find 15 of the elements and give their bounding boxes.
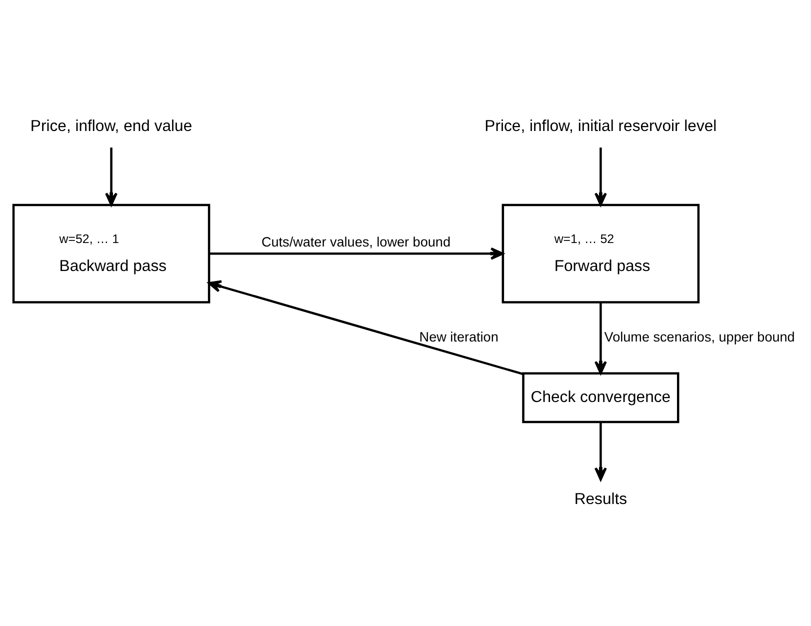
- arrow: [594, 302, 606, 374]
- edge-label: New iteration: [418, 328, 498, 344]
- node-box: w=52, … 1 Backward pass: [12, 203, 210, 303]
- arrow: [104, 147, 117, 206]
- arrow: [208, 246, 504, 260]
- arrow: [594, 147, 606, 206]
- node-text: Price, inflow, end value: [30, 118, 192, 135]
- node-box: Check convergence: [522, 372, 679, 423]
- node-text: Results: [574, 490, 627, 508]
- edge-label: Cuts/water values, lower bound: [260, 234, 450, 249]
- arrow: [208, 280, 523, 375]
- node-text: Price, inflow, initial reservoir level: [484, 118, 716, 135]
- edge-label: Volume scenarios, upper bound: [604, 328, 794, 344]
- arrow: [594, 422, 606, 480]
- node-box: w=1, … 52 Forward pass: [501, 203, 700, 303]
